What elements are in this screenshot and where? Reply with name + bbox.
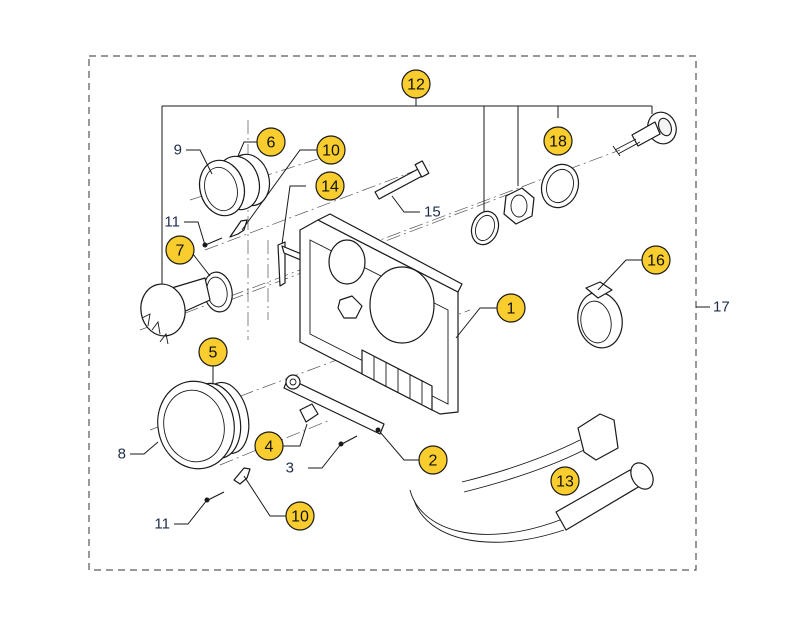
part-clip-4: [299, 403, 319, 423]
part-key-switch: [612, 111, 677, 157]
callout-5: 5: [198, 337, 228, 367]
part-housing: [299, 213, 463, 415]
label-9: 9: [174, 142, 182, 159]
balloon-fill: [401, 69, 431, 99]
part-gauge-large: [157, 380, 250, 470]
callout-4: 4: [254, 431, 284, 461]
balloon-fill: [543, 126, 573, 156]
part-wire-harness: [409, 413, 654, 543]
balloon-fill: [256, 127, 286, 157]
callout-16: 16: [641, 245, 671, 275]
callout-label: 10: [322, 143, 340, 160]
callout-label: 10: [291, 509, 309, 526]
part-hex-nut: [503, 187, 535, 225]
label-15: 15: [424, 204, 441, 221]
part-bolt-15: [374, 160, 430, 200]
label-3: 3: [286, 460, 294, 477]
balloon-fill: [165, 235, 195, 265]
callout-label: 6: [267, 135, 276, 152]
part-clamp-ring-16: [577, 281, 623, 349]
callout-label: 14: [321, 179, 339, 196]
part-gauge-small: [198, 153, 271, 217]
balloon-fill: [315, 171, 345, 201]
callout-label: 2: [429, 453, 438, 470]
balloon-fill: [316, 135, 346, 165]
callout-label: 1: [507, 301, 516, 318]
callout-12: 12: [401, 69, 431, 99]
callout-label: 12: [407, 77, 425, 94]
callout-1: 1: [496, 293, 526, 323]
callout-7: 7: [165, 235, 195, 265]
part-bezel-ring-18: [540, 163, 580, 209]
callout-10-bottom: 10: [285, 501, 315, 531]
callout-label: 7: [176, 243, 185, 260]
leader-lines: [130, 130, 710, 525]
balloon-fill: [550, 466, 580, 496]
label-17: 17: [713, 299, 730, 316]
assembly-boundary-frame: [88, 55, 697, 571]
balloon-fill: [496, 293, 526, 323]
callout-label: 5: [209, 345, 218, 362]
callout-label: 16: [647, 253, 665, 270]
part-screw-top: [202, 237, 223, 248]
callout-10-top: 10: [316, 135, 346, 165]
part-clip-bottom: [233, 467, 251, 485]
part-mounting-strap: [283, 374, 385, 435]
label-11-top: 11: [164, 214, 180, 231]
callout-label: 13: [556, 474, 574, 491]
callout-label: 18: [549, 134, 567, 151]
kit-bracket-12: [161, 98, 653, 286]
callout-2: 2: [418, 445, 448, 475]
label-11-bottom: 11: [154, 516, 170, 533]
part-screw-bottom: [204, 491, 225, 503]
balloon-fill: [198, 337, 228, 367]
callout-6: 6: [256, 127, 286, 157]
balloon-fill: [418, 445, 448, 475]
part-seal-ring: [470, 210, 500, 246]
part-ignition-switch: [140, 271, 233, 345]
callout-13: 13: [550, 466, 580, 496]
callout-14: 14: [315, 171, 345, 201]
balloon-fill: [254, 431, 284, 461]
part-clip-top: [229, 219, 248, 238]
part-screw-3: [338, 435, 358, 447]
callout-18: 18: [543, 126, 573, 156]
balloon-fill: [641, 245, 671, 275]
callout-label: 4: [265, 439, 274, 456]
label-8: 8: [118, 446, 126, 463]
balloon-fill: [285, 501, 315, 531]
